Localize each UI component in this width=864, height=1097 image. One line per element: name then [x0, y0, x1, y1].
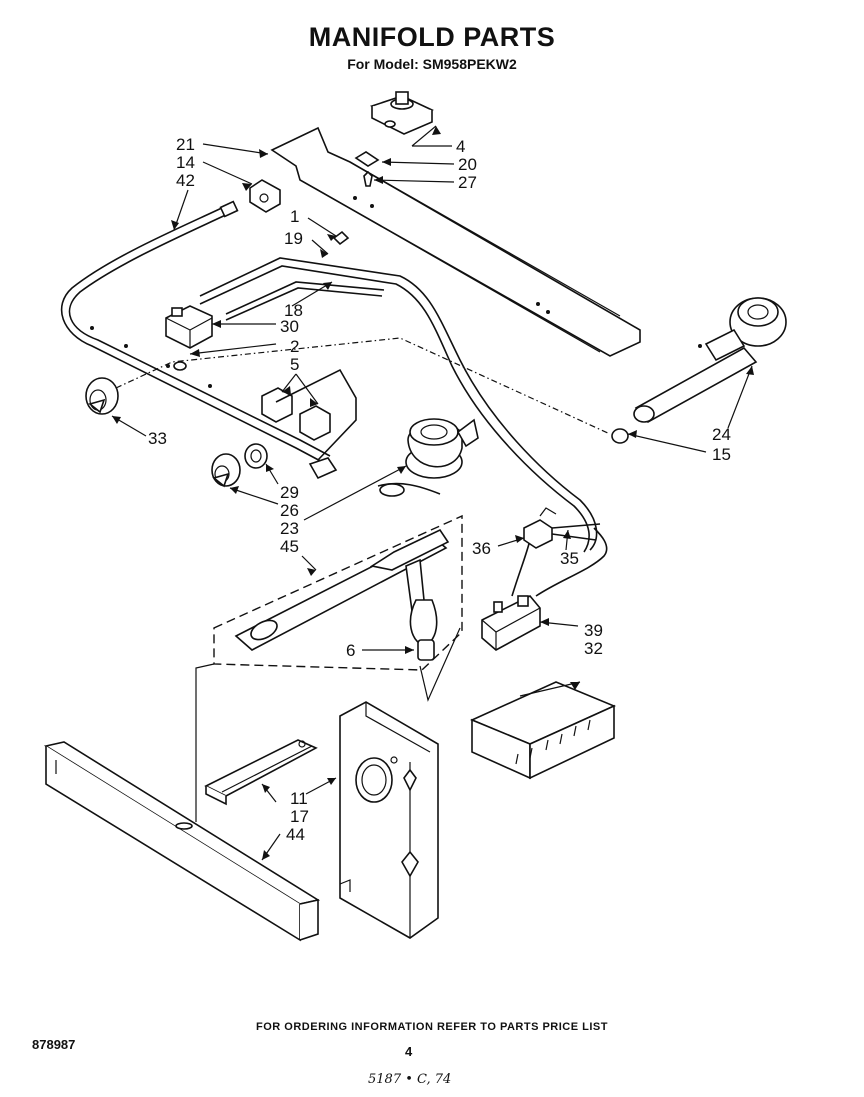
- safety-valve-39: [481, 527, 608, 651]
- heat-shield: [339, 701, 439, 939]
- callout-17: 17: [290, 807, 309, 826]
- document-number: 878987: [32, 1037, 76, 1052]
- clip-1: [332, 230, 350, 246]
- callout-35: 35: [560, 549, 579, 568]
- clip-20: [354, 151, 380, 167]
- callout-27: 27: [458, 173, 477, 192]
- callout-20: 20: [458, 155, 477, 174]
- callout-29: 29: [280, 483, 299, 502]
- callout-1: 1: [290, 207, 299, 226]
- support-bracket-11: [204, 739, 318, 806]
- knob-33: [85, 377, 119, 415]
- ordering-note: FOR ORDERING INFORMATION REFER TO PARTS …: [256, 1021, 608, 1033]
- arrowheads: [112, 126, 754, 860]
- callout-18: 18: [284, 301, 303, 320]
- callout-44: 44: [286, 825, 305, 844]
- callout-4: 4: [456, 137, 465, 156]
- page-number: 4: [405, 1044, 413, 1059]
- callout-15: 15: [712, 445, 731, 464]
- valve-30: [165, 305, 213, 371]
- callout-32: 32: [584, 639, 603, 658]
- bracket-14: [249, 179, 281, 213]
- top-valve: [369, 91, 434, 135]
- orifice-27: [363, 170, 373, 187]
- callout-5: 5: [290, 355, 299, 374]
- manifold-pipe: [60, 200, 331, 465]
- callout-42: 42: [176, 171, 195, 190]
- burner-tubing: [199, 257, 598, 553]
- page-title: MANIFOLD PARTS: [308, 22, 556, 52]
- callout-30: 30: [280, 317, 299, 336]
- callout-24: 24: [712, 425, 731, 444]
- broiler-assembly-45: [213, 514, 463, 702]
- callout-45: 45: [280, 537, 299, 556]
- callout-19: 19: [284, 229, 303, 248]
- spark-module-32: [469, 681, 617, 780]
- kick-panel-44: [43, 663, 321, 942]
- model-subtitle: For Model: SM958PEKW2: [347, 56, 517, 72]
- surface-burner-24: [611, 297, 787, 444]
- callout-23: 23: [280, 519, 299, 538]
- callout-36: 36: [472, 539, 491, 558]
- oven-burner-23: [377, 418, 479, 497]
- callout-33: 33: [148, 429, 167, 448]
- valves-5: [261, 368, 357, 480]
- callout-26: 26: [280, 501, 299, 520]
- leader-lines: [111, 125, 753, 861]
- ignitor-36: [523, 507, 601, 549]
- callout-labels: 21 14 42 1 19 4 20 27 18 30 2 5 33 29 26…: [148, 135, 731, 844]
- handwritten-note: 5187 • C, 74: [368, 1072, 452, 1087]
- callout-2: 2: [290, 337, 299, 356]
- manifold-bracket: [270, 126, 641, 357]
- callout-11: 11: [290, 789, 308, 808]
- callout-39: 39: [584, 621, 603, 640]
- callout-6: 6: [346, 641, 355, 660]
- callout-21: 21: [176, 135, 195, 154]
- callout-14: 14: [176, 153, 195, 172]
- knob-29: [211, 443, 268, 488]
